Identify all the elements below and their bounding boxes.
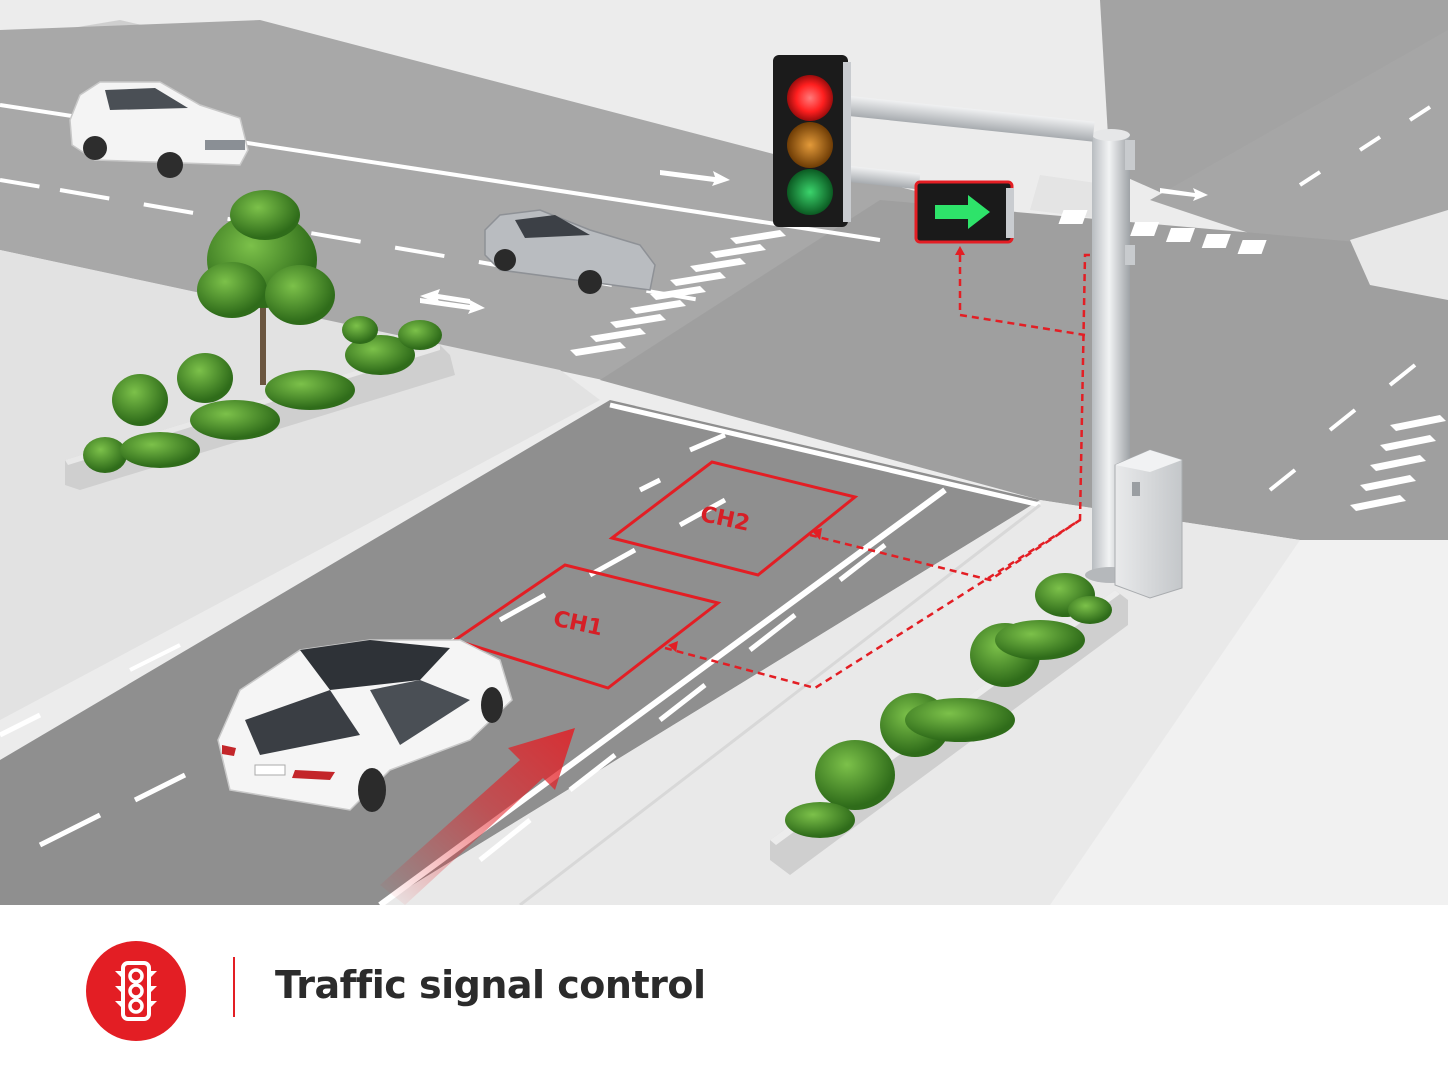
direction-arrow-icon — [380, 728, 575, 905]
caption-divider — [233, 957, 235, 1017]
north-road — [1100, 0, 1448, 210]
turn-arrow-signal — [914, 180, 1014, 244]
north-road-markings — [1268, 105, 1432, 492]
silver-sedan — [484, 209, 656, 294]
green-light — [787, 169, 833, 215]
signal-controller-cabinet — [1114, 449, 1183, 599]
left-median-planter — [65, 316, 455, 490]
amber-light — [787, 122, 833, 168]
traffic-light-icon — [86, 941, 186, 1041]
intersection-scene: CH2 CH1 — [0, 0, 1448, 905]
right-median-planter — [770, 573, 1128, 875]
crosswalk-west — [570, 230, 786, 356]
red-light — [787, 75, 833, 121]
traffic-light-head — [773, 55, 851, 227]
white-suv — [69, 81, 249, 178]
arrow-right-icon — [935, 195, 990, 229]
detector-wiring — [664, 253, 1095, 690]
white-sedan — [217, 639, 513, 812]
intersection-area — [600, 200, 1448, 540]
caption-bar — [0, 905, 1448, 1086]
tree — [197, 190, 335, 385]
caption-title: Traffic signal control — [275, 963, 706, 1007]
cross-road-arrows — [420, 170, 1208, 314]
crosswalk-east — [1350, 415, 1446, 511]
